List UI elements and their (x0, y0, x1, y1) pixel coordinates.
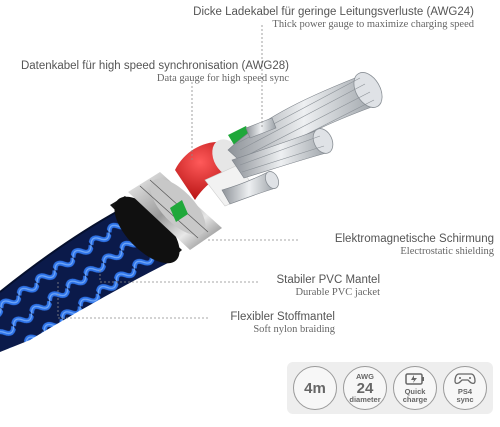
label-data-en: Data gauge for high speed sync (156, 73, 289, 85)
label-nylon-braiding: Flexibler Stoffmantel Soft nylon braidin… (230, 311, 335, 336)
power-strands-mid (231, 128, 334, 179)
label-shield-de: Elektromagnetische Schirmung (334, 233, 494, 245)
label-power-en: Thick power gauge to maximize charging s… (272, 19, 474, 31)
badge-length-value: 4m (304, 379, 326, 397)
badge-awg-top: AWG (356, 371, 374, 381)
badge-ps4-bottom: sync (456, 394, 474, 404)
gamepad-icon (454, 372, 476, 388)
badge-ps4-top: PS4 (457, 386, 473, 396)
label-data-de: Datenkabel für high speed synchronisatio… (20, 60, 289, 72)
badge-awg-value: 24 (356, 379, 374, 397)
label-shielding: Elektromagnetische Schirmung Electrostat… (335, 233, 494, 258)
data-strands-small (245, 117, 277, 139)
label-nylon-de: Flexibler Stoffmantel (230, 311, 335, 323)
badge-quick-charge: Quick charge (393, 366, 437, 410)
label-shield-en: Electrostatic shielding (400, 246, 494, 258)
leader-lines (57, 25, 300, 319)
label-power-gauge: Dicke Ladekabel für geringe Leitungsverl… (193, 6, 474, 31)
label-pvc-de: Stabiler PVC Mantel (276, 274, 380, 286)
data-strands-low (221, 171, 280, 205)
pvc-jacket (110, 196, 182, 264)
label-data-gauge: Datenkabel für high speed synchronisatio… (21, 60, 289, 85)
nylon-braid (0, 209, 170, 352)
power-strands-top (227, 72, 383, 171)
label-power-de: Dicke Ladekabel für geringe Leitungsverl… (193, 6, 474, 18)
badge-quick-line2: charge (402, 394, 428, 404)
badge-awg: AWG 24 diameter (343, 366, 387, 410)
label-nylon-en: Soft nylon braiding (253, 324, 335, 336)
badge-length: 4m (293, 366, 337, 410)
feature-badges: 4m AWG 24 diameter Quick charge PS4 sync (287, 362, 493, 414)
battery-icon (405, 372, 425, 388)
badge-ps4-sync: PS4 sync (443, 366, 487, 410)
badge-quick-line1: Quick (404, 386, 426, 396)
label-pvc-en: Durable PVC jacket (295, 287, 380, 299)
badge-awg-bottom: diameter (349, 394, 381, 404)
label-pvc-jacket: Stabiler PVC Mantel Durable PVC jacket (276, 274, 380, 299)
